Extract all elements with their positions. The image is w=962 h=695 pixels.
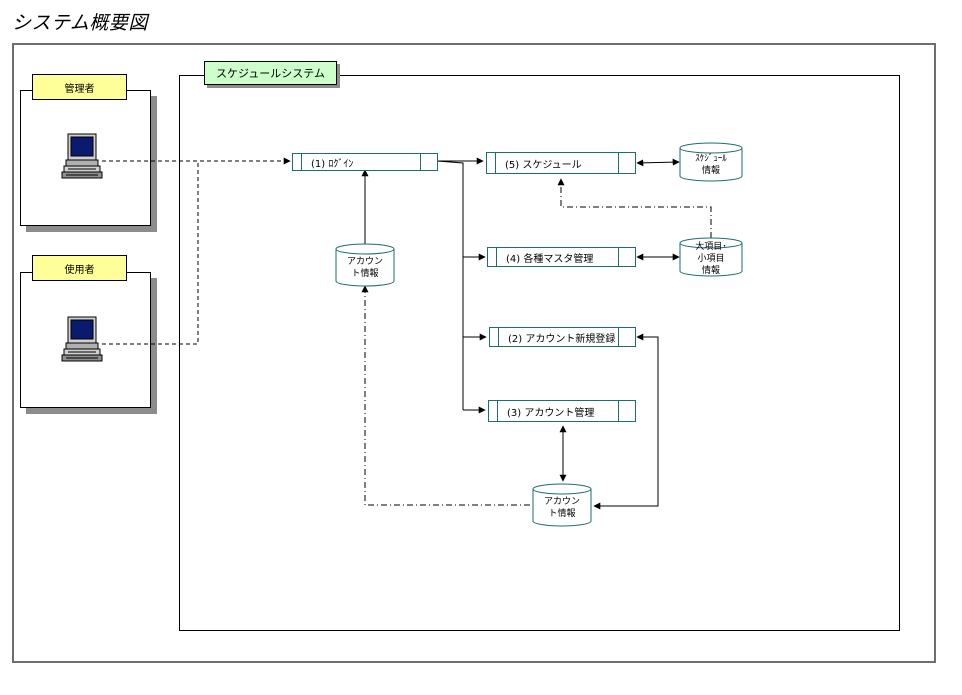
actor-label-admin: 管理者 [32,74,127,100]
process-login: (1) ﾛｸﾞｲﾝ [292,153,438,171]
store-account-info-top [335,243,395,287]
computer-terminal-icon [61,316,103,362]
store-account-info-top-label: アカウン ト情報 [346,257,383,279]
store-schedule-info [679,142,743,182]
store-account-info-bottom [532,483,592,527]
connector-new-store [593,333,659,510]
diagram-outer-frame [12,43,936,663]
page-title: システム概要図 [12,12,148,34]
system-label: スケジュールシステム [204,61,337,85]
actor-label-user: 使用者 [32,255,127,281]
connector-item-schedule [557,178,712,238]
process-schedule: (5) スケジュール [486,152,636,174]
store-schedule-info-label: ｽｹｼﾞｭｰﾙ 情報 [695,154,727,176]
process-login-label: (1) ﾛｸﾞｲﾝ [311,158,354,170]
connector-user-login [102,162,199,345]
store-item-info [679,237,743,277]
process-master-label: (4) 各種マスタ管理 [506,253,594,265]
process-master: (4) 各種マスタ管理 [487,247,636,267]
store-item-info-label: 大項目･ 小項目 情報 [695,242,727,276]
connector-schedule-store [636,158,680,167]
process-account-new-label: (2) アカウント新規登録 [508,333,616,345]
connector-store-store [361,285,530,506]
store-account-info-bottom-label: アカウン ト情報 [543,497,580,519]
process-account-new: (2) アカウント新規登録 [489,327,636,347]
process-schedule-label: (5) スケジュール [505,159,582,171]
process-account-manage-label: (3) アカウント管理 [507,407,595,419]
connector-login-trunk [436,160,464,410]
process-account-manage: (3) アカウント管理 [488,400,636,422]
computer-terminal-icon [61,133,103,179]
